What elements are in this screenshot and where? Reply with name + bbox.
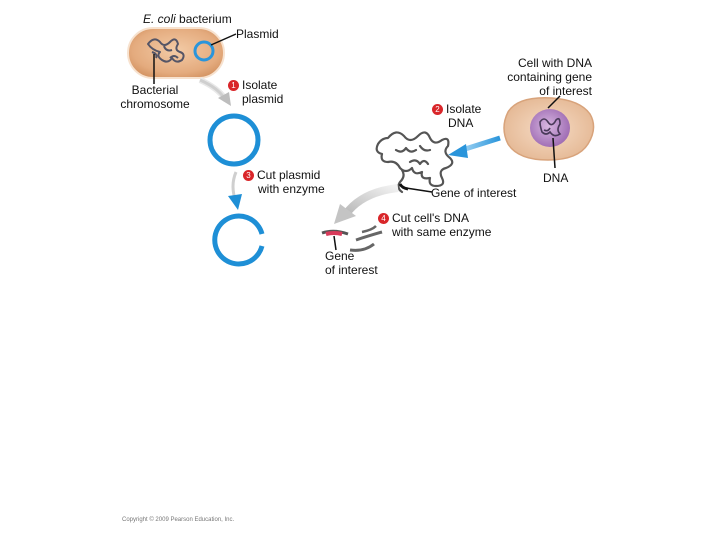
ecoli-italic: E. coli bbox=[143, 12, 176, 26]
cut-plasmid bbox=[212, 213, 265, 267]
step-2-line1: Isolate bbox=[446, 102, 482, 116]
cell-with-dna-line2: containing gene bbox=[507, 70, 592, 84]
gene-of-interest-bottom-line2: of interest bbox=[325, 263, 378, 277]
step-4-badge: 4 bbox=[378, 213, 389, 224]
plasmid-label: Plasmid bbox=[236, 27, 279, 41]
dna-leader bbox=[552, 137, 556, 169]
ecoli-bacterium bbox=[127, 27, 225, 79]
ecoli-bacterium-label: E. coli bacterium bbox=[143, 12, 232, 26]
plasmid-leader bbox=[210, 33, 237, 46]
step-3-line2: with enzyme bbox=[258, 182, 325, 196]
eukaryotic-cell bbox=[503, 97, 595, 161]
step-1-line2: plasmid bbox=[242, 92, 284, 106]
bacterial-chromosome-line2: chromosome bbox=[120, 97, 190, 111]
step-2-badge: 2 bbox=[432, 104, 443, 115]
gene-of-interest-bottom-label: Gene of interest bbox=[325, 249, 378, 277]
isolated-plasmid bbox=[207, 113, 261, 167]
step-3-line1: Cut plasmid bbox=[257, 168, 321, 182]
gene-of-interest-fragment bbox=[325, 231, 343, 236]
gene-leader-top bbox=[405, 187, 433, 193]
gene-leader-bottom bbox=[333, 235, 337, 251]
cell-with-dna-label: Cell with DNA containing gene of interes… bbox=[490, 56, 592, 98]
nucleus-dna-coil bbox=[539, 117, 562, 137]
step2-arrow bbox=[461, 135, 501, 153]
cell-leader bbox=[547, 95, 561, 109]
dna-fragments bbox=[321, 225, 383, 252]
copyright-notice: Copyright © 2009 Pearson Education, Inc. bbox=[122, 517, 235, 523]
step-2-line2: DNA bbox=[448, 116, 474, 130]
step-3-badge: 3 bbox=[243, 170, 254, 181]
bacterial-chromosome-coil bbox=[147, 38, 185, 63]
step-1-badge: 1 bbox=[228, 80, 239, 91]
step4-arrow bbox=[342, 184, 399, 217]
gene-of-interest-bottom-line1: Gene bbox=[325, 249, 355, 263]
cell-with-dna-line3: of interest bbox=[539, 84, 592, 98]
dna-label: DNA bbox=[543, 171, 569, 185]
bacterial-chromosome-label: Bacterial chromosome bbox=[119, 83, 191, 111]
step-4-line2: with same enzyme bbox=[392, 225, 492, 239]
bacterium-word: bacterium bbox=[175, 12, 232, 26]
plasmid-in-cell bbox=[193, 40, 215, 62]
step-4-line1: Cut cell's DNA bbox=[392, 211, 469, 225]
step-1-line1: Isolate bbox=[242, 78, 278, 92]
isolated-dna-tangle bbox=[375, 131, 454, 194]
bacterial-chromosome-line1: Bacterial bbox=[131, 83, 179, 97]
cell-with-dna-line1: Cell with DNA bbox=[517, 56, 592, 70]
gene-of-interest-top-label: Gene of interest bbox=[431, 186, 517, 200]
